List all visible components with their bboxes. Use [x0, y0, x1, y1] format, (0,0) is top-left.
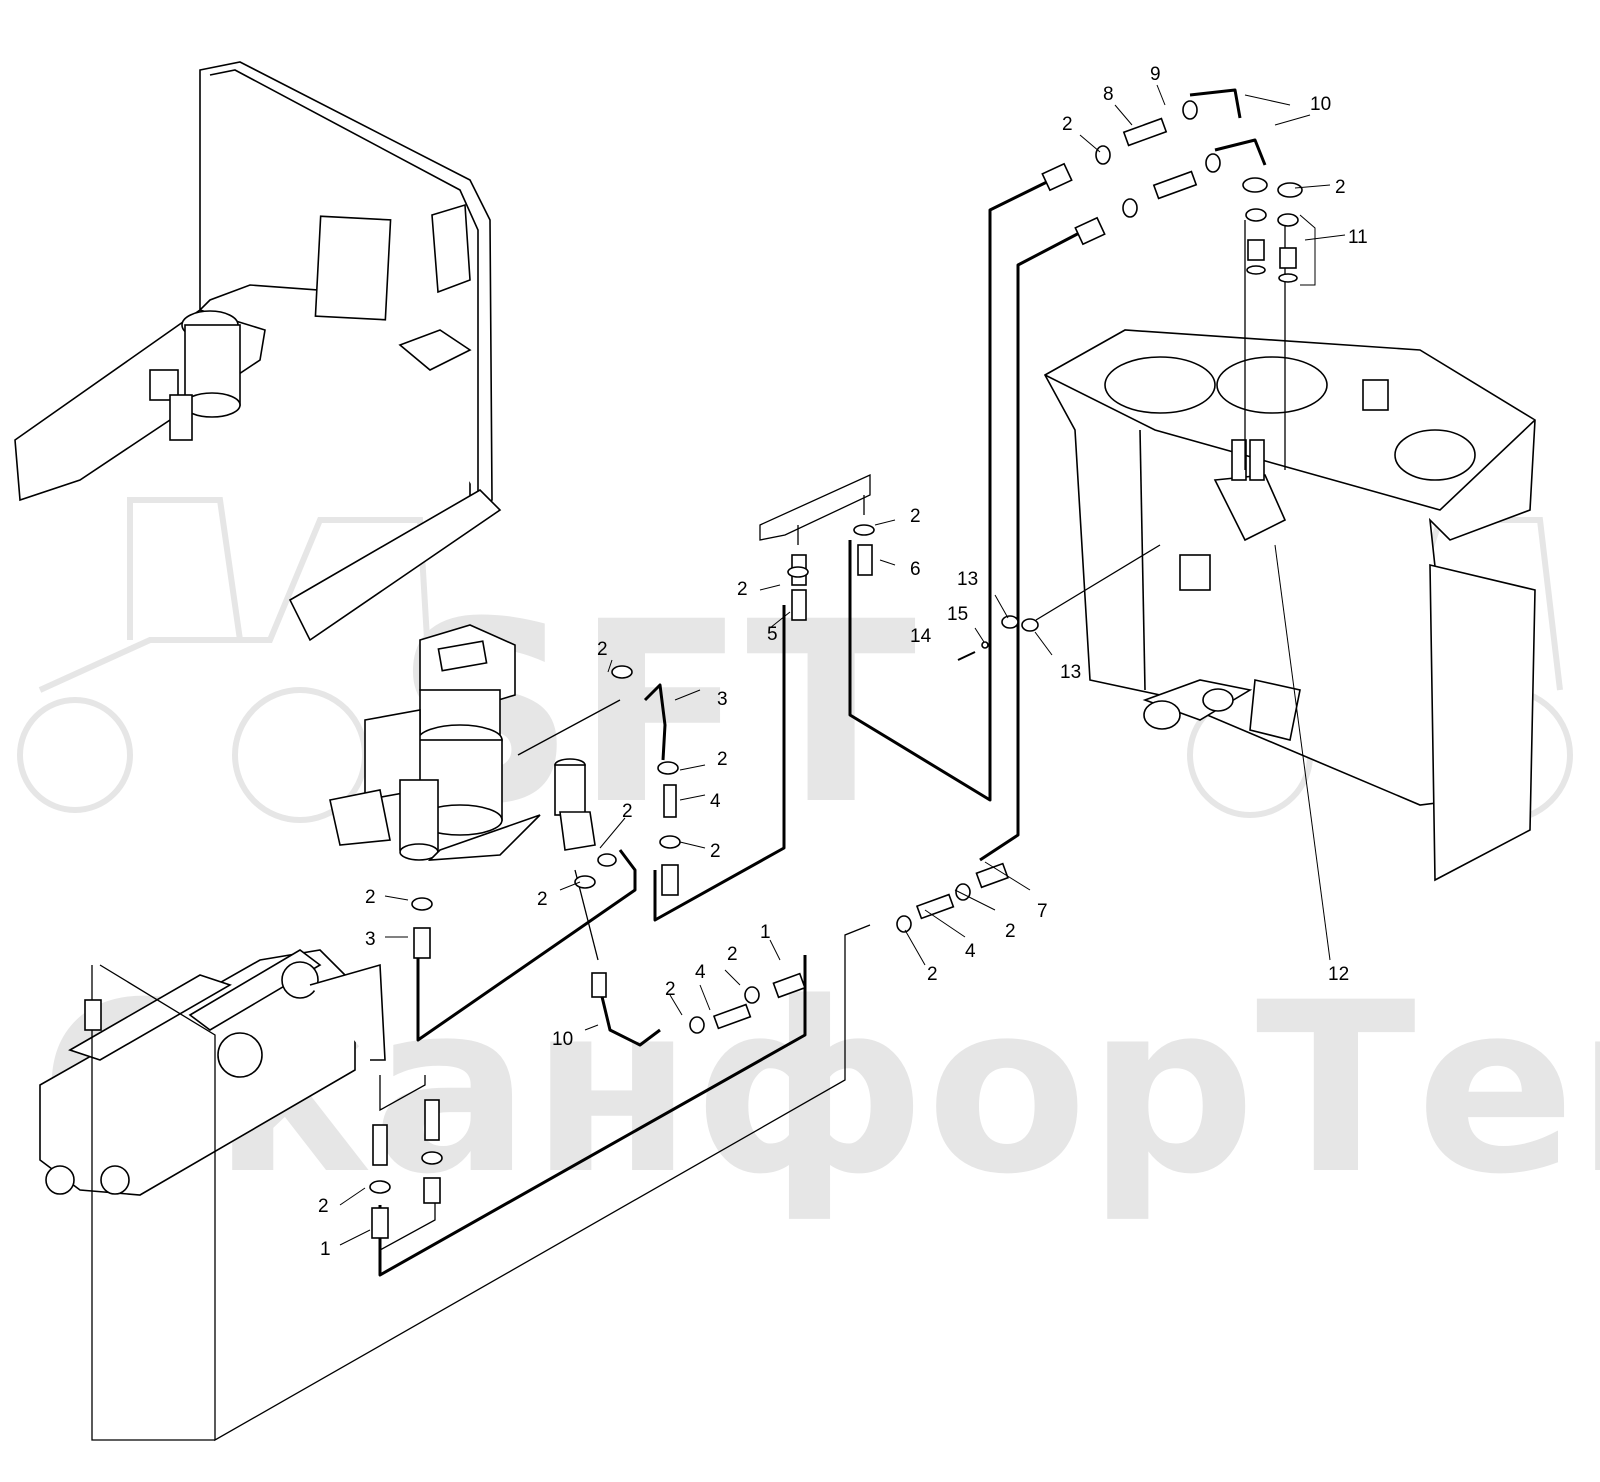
heater-unit-small	[149, 310, 241, 441]
coolant-pump	[554, 758, 596, 851]
fittings	[84, 100, 1303, 1239]
hose-10-lower	[596, 979, 661, 1047]
cab-frame-panel	[14, 61, 502, 642]
callout-2-lower-right: 2	[727, 944, 738, 965]
callout-3-lower: 3	[365, 929, 376, 950]
callout-2-pump: 2	[622, 801, 633, 822]
callout-15: 15	[947, 604, 968, 625]
hose-10-upper-a	[1189, 88, 1242, 119]
callout-2-lower-left: 2	[665, 979, 676, 1000]
callout-leaders	[339, 84, 1346, 1246]
callout-11: 11	[1348, 227, 1368, 248]
callout-4-tee: 4	[710, 791, 721, 812]
callout-8: 8	[1103, 84, 1114, 105]
callout-2-bracket: 2	[910, 506, 921, 527]
callout-2-tee-bottom: 2	[710, 841, 721, 862]
heater-unit-main	[329, 624, 541, 861]
hose-route-3	[416, 849, 637, 1042]
hose-10-upper-b	[1214, 138, 1267, 166]
callout-5: 5	[767, 624, 778, 645]
callout-13-bottom: 13	[1060, 662, 1081, 683]
callout-2-pump-lower: 2	[537, 889, 548, 910]
callout-2-engine: 2	[318, 1196, 329, 1217]
callout-4-coupling: 4	[965, 941, 976, 962]
chassis-tank	[1043, 329, 1536, 882]
callout-2-tee-top: 2	[717, 749, 728, 770]
callout-2-heater: 2	[365, 887, 376, 908]
callout-2-upper-right: 2	[1335, 177, 1346, 198]
callout-7: 7	[1037, 901, 1048, 922]
callout-12: 12	[1328, 964, 1349, 985]
callout-14: 14	[910, 626, 932, 647]
callout-2-coupling-right: 2	[1005, 921, 1016, 942]
hose-route-5	[653, 605, 786, 922]
callout-4-lower: 4	[695, 962, 706, 983]
callout-2-hose3: 2	[597, 639, 608, 660]
engine-block	[39, 949, 386, 1196]
callout-13-top: 13	[957, 569, 978, 590]
callout-10-upper: 10	[1310, 94, 1331, 115]
callout-6: 6	[910, 559, 921, 580]
hose-3-bend	[643, 683, 667, 761]
callout-3-upper: 3	[717, 689, 728, 710]
callout-10-lower: 10	[552, 1029, 573, 1050]
callout-2-coupling-left: 2	[927, 964, 938, 985]
hose-route-supply	[979, 228, 1086, 862]
callout-1-lower: 1	[320, 1239, 331, 1260]
callout-9: 9	[1150, 64, 1161, 85]
callout-2-upper-left: 2	[1062, 114, 1073, 135]
callout-2-hose5: 2	[737, 579, 748, 600]
callout-1-upper: 1	[760, 922, 771, 943]
callout-labels: 9 8 10 2 2 11 2 6 2 5 13 15 14 13 2 3 2 …	[318, 64, 1368, 1260]
hose-route-return	[848, 176, 1056, 802]
